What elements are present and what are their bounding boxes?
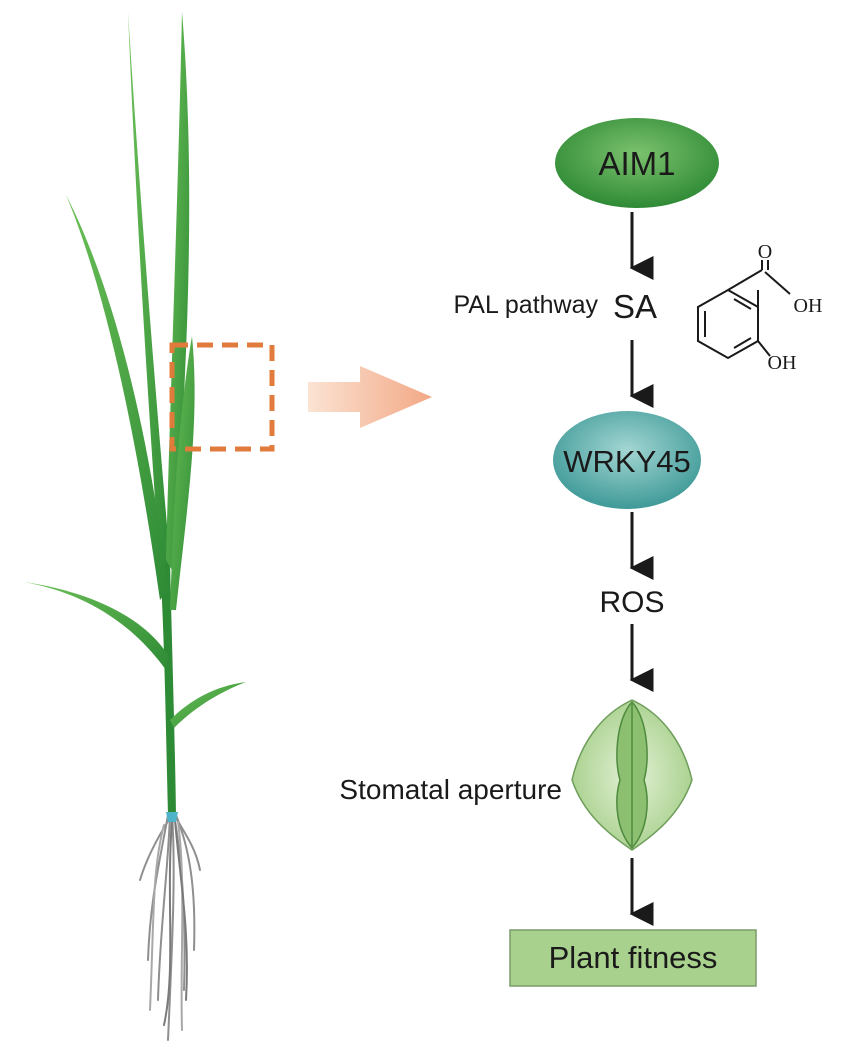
highlight-box [169, 342, 275, 452]
rice-plant-illustration [24, 12, 246, 1041]
plant-leaf [166, 12, 190, 570]
aim1-node [555, 118, 719, 208]
plant-fitness-box [509, 929, 757, 987]
salicylic-acid-structure [697, 260, 791, 360]
wrky45-node [553, 411, 701, 509]
hydroxyl-oh: OH [768, 352, 797, 374]
carboxyl-oh: OH [794, 295, 823, 317]
stomatal-aperture-label: Stomatal aperture [339, 774, 562, 805]
plant-leaf [128, 12, 170, 570]
carbonyl-o: O [758, 241, 772, 263]
plant-leaf [170, 336, 195, 610]
plant-leaf [66, 195, 168, 600]
stomata-icon [571, 699, 693, 851]
plant-fitness-label: Plant fitness [549, 940, 718, 975]
aim1-label: AIM1 [598, 145, 675, 182]
pointing-arrow [308, 366, 432, 428]
plant-leaf [24, 582, 168, 670]
wrky45-label: WRKY45 [563, 444, 690, 479]
plant-stem [160, 560, 176, 815]
pal-pathway-label: PAL pathway [453, 291, 598, 319]
sa-label: SA [613, 288, 657, 325]
plant-leaf [170, 682, 246, 728]
ros-label: ROS [599, 586, 664, 619]
plant-roots [139, 814, 201, 1041]
